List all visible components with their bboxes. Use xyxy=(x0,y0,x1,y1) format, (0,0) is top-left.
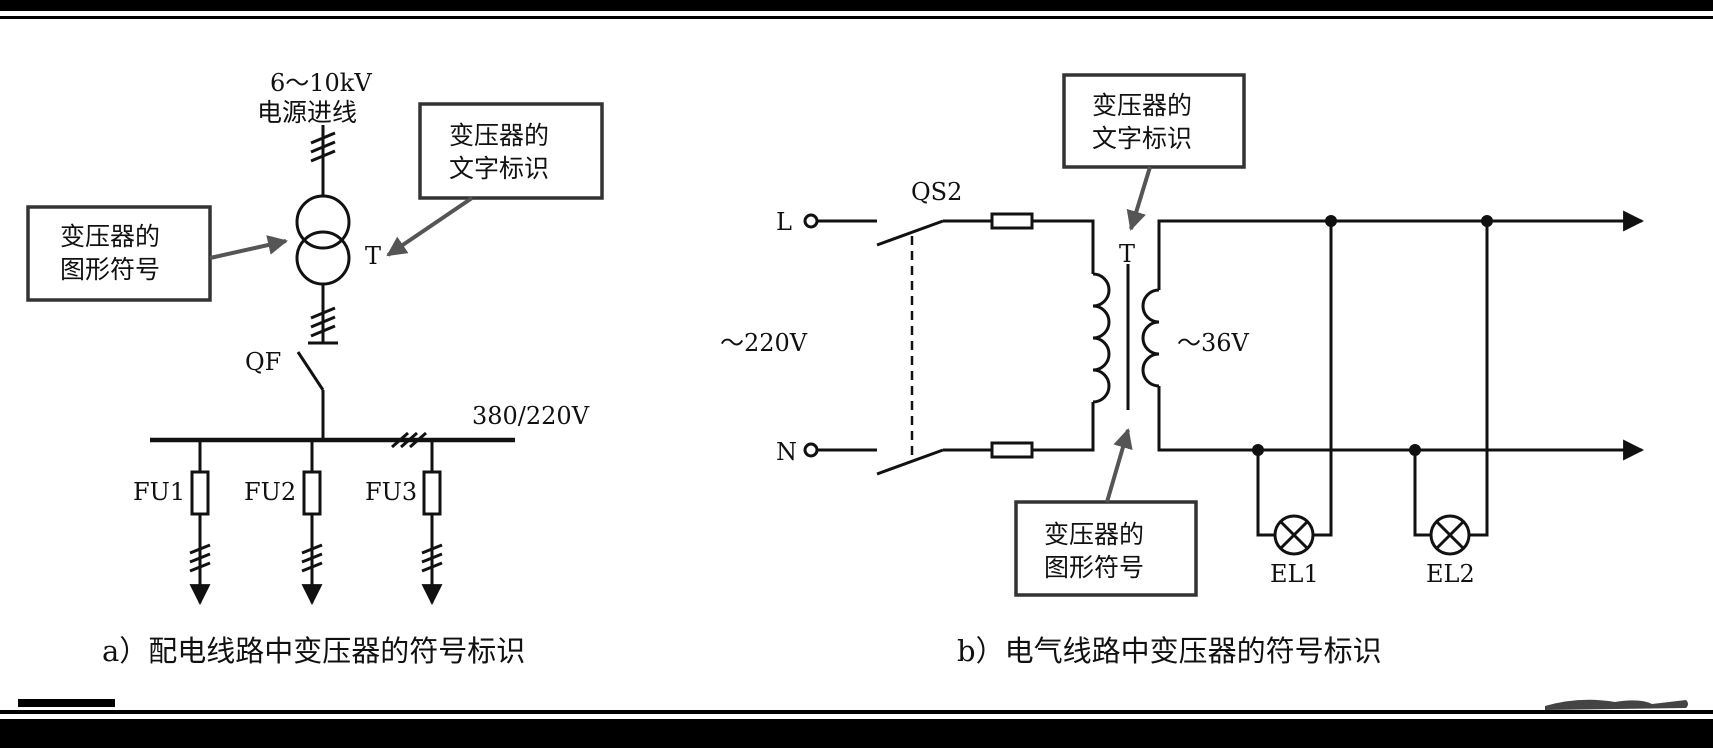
top-border-line xyxy=(0,16,1713,19)
fuse-fu1 xyxy=(190,470,210,516)
svg-text:变压器的: 变压器的 xyxy=(60,222,160,251)
bottom-border-bar xyxy=(0,719,1713,748)
terminal-n xyxy=(803,442,819,458)
breaker-contact xyxy=(296,351,325,391)
transformer-tag-b: T xyxy=(1119,240,1135,268)
callout-pointer xyxy=(386,196,474,257)
svg-text:变压器的: 变压器的 xyxy=(449,121,549,150)
svg-text:图形符号: 图形符号 xyxy=(60,255,160,284)
lamp-el2-branch: EL2 xyxy=(1409,215,1493,588)
switch-qs2 xyxy=(876,219,992,476)
secondary-voltage-label: ～36V xyxy=(1177,329,1250,357)
fuse-fu2-label: FU2 xyxy=(244,478,296,506)
terminal-l xyxy=(803,213,819,229)
three-phase-ticks-incoming xyxy=(310,131,336,163)
three-phase-ticks-secondary xyxy=(310,306,336,338)
fuse-fu1-label: FU1 xyxy=(133,478,185,506)
terminal-n-label: N xyxy=(776,438,797,466)
svg-text:文字标识: 文字标识 xyxy=(449,154,549,183)
svg-text:图形符号: 图形符号 xyxy=(1044,553,1144,582)
transformer-tag-a: T xyxy=(365,242,381,270)
supply-line-label: 电源进线 xyxy=(257,98,357,127)
callout-graphic-symbol-b: 变压器的 图形符号 xyxy=(1014,428,1198,597)
callout-pointer xyxy=(209,235,288,260)
footer-mark-left xyxy=(18,699,115,707)
lamp-el1-branch: EL1 xyxy=(1252,215,1337,588)
feeder-1: FU1 xyxy=(133,440,211,606)
feeder-2: FU2 xyxy=(244,440,323,606)
svg-text:变压器的: 变压器的 xyxy=(1092,91,1192,120)
footer-block-right xyxy=(1518,733,1653,748)
bus-phase-ticks xyxy=(391,431,427,449)
caption-a: a）配电线路中变压器的符号标识 xyxy=(102,634,525,668)
caption-b: b）电气线路中变压器的符号标识 xyxy=(957,634,1382,668)
lamp-el2-label: EL2 xyxy=(1426,560,1475,588)
svg-text:文字标识: 文字标识 xyxy=(1092,124,1192,153)
fuse-fu3-label: FU3 xyxy=(365,478,417,506)
bottom-border-line xyxy=(0,710,1713,714)
primary-voltage-label: ～220V xyxy=(720,329,808,357)
supply-voltage-label: 6～10kV xyxy=(270,69,372,97)
fuse-fu3 xyxy=(422,470,442,516)
callout-text-identifier-a: 变压器的 文字标识 xyxy=(386,102,604,257)
transformer-symbol xyxy=(295,194,351,286)
transformer-coils xyxy=(1092,264,1160,410)
secondary-winding xyxy=(1141,288,1160,388)
svg-text:变压器的: 变压器的 xyxy=(1044,520,1144,549)
footer-brush-mark xyxy=(1545,699,1688,710)
callout-text-identifier-b: 变压器的 文字标识 xyxy=(1062,73,1246,231)
callout-graphic-symbol-a: 变压器的 图形符号 xyxy=(26,205,288,302)
diagram-a: 6～10kV 电源进线 T QF 380/220V xyxy=(26,69,604,668)
feeder-3: FU3 xyxy=(365,440,443,606)
breaker-tag: QF xyxy=(245,348,281,376)
fuse-line-n xyxy=(990,441,1034,459)
fuse-line-l xyxy=(990,212,1034,230)
top-border-bar xyxy=(0,0,1713,11)
fuse-fu2 xyxy=(302,470,322,516)
callout-pointer xyxy=(1105,428,1133,503)
terminal-l-label: L xyxy=(776,208,792,236)
callout-pointer xyxy=(1126,166,1152,231)
diagram-b: L N ～220V QS2 T ～36V xyxy=(720,73,1645,668)
lamp-el1-label: EL1 xyxy=(1270,560,1319,588)
switch-tag: QS2 xyxy=(911,178,962,206)
bus-voltage-label: 380/220V xyxy=(472,402,590,430)
primary-winding xyxy=(1092,272,1111,404)
